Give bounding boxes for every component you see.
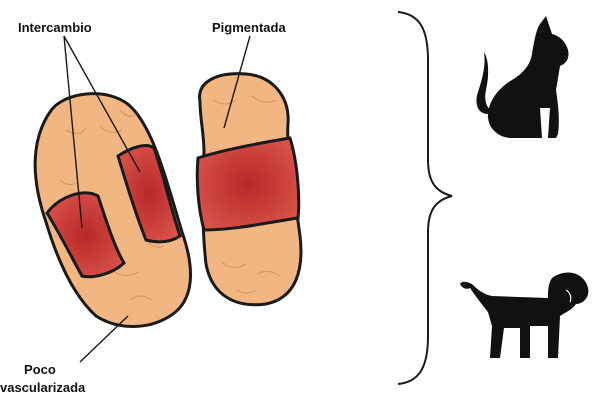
label-pigmentada: Pigmentada <box>212 20 286 35</box>
label-intercambio: Intercambio <box>18 20 92 35</box>
cat-icon <box>476 16 568 138</box>
label-poco: Poco <box>24 362 56 377</box>
poco-vascularizada-leader <box>80 316 128 362</box>
grouping-brace <box>398 12 452 384</box>
dog-icon <box>460 273 588 358</box>
label-vascularizada: vascularizada <box>0 380 85 395</box>
left-placenta <box>35 94 190 327</box>
right-placenta <box>197 74 301 305</box>
